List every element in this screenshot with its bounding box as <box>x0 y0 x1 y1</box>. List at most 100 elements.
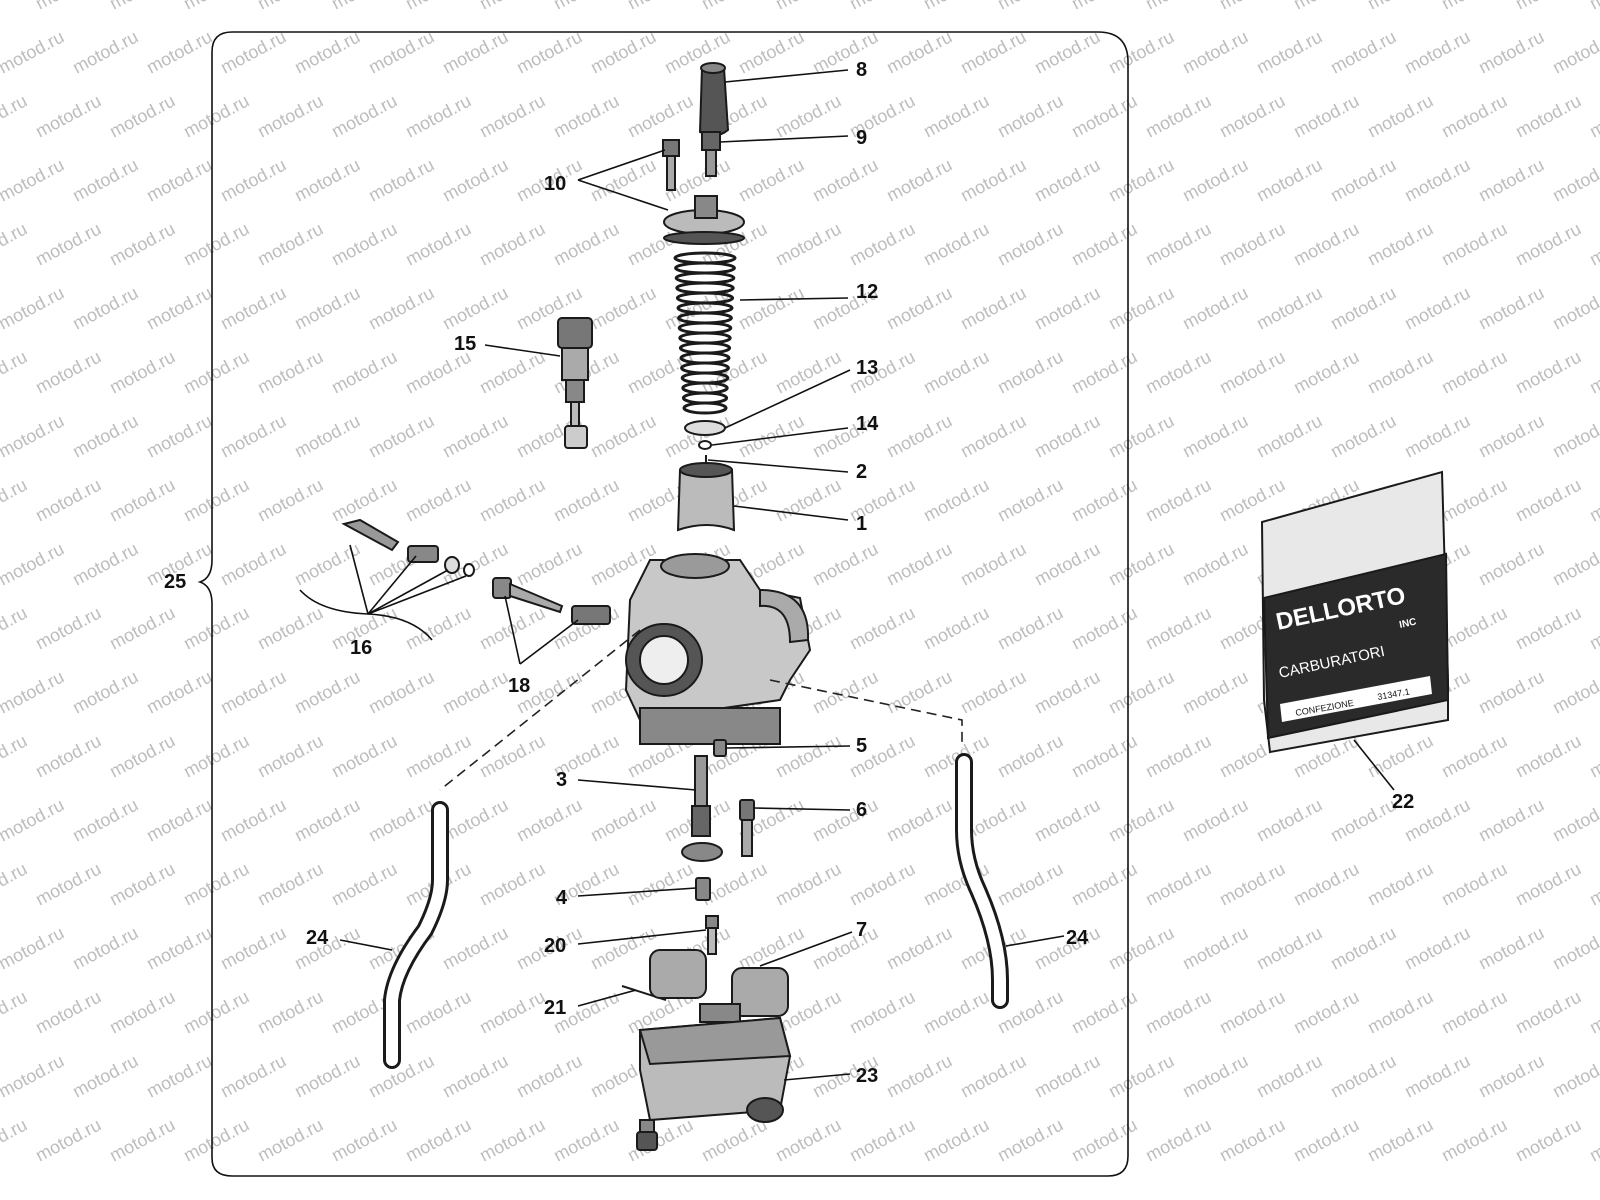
watermark-text: motod.ru <box>217 411 289 462</box>
watermark-text: motod.ru <box>365 1051 437 1102</box>
watermark-text: motod.ru <box>365 155 437 206</box>
watermark-text: motod.ru <box>994 1115 1066 1166</box>
watermark-text: motod.ru <box>328 731 400 782</box>
watermark-text: motod.ru <box>1105 795 1177 846</box>
watermark-text: motod.ru <box>439 155 511 206</box>
watermark-text: motod.ru <box>106 603 178 654</box>
watermark-text: motod.ru <box>402 731 474 782</box>
tube-connection-left <box>439 629 641 791</box>
watermark-text: motod.ru <box>1253 27 1325 78</box>
watermark-text: motod.ru <box>1031 155 1103 206</box>
watermark-text: motod.ru <box>1475 1051 1547 1102</box>
watermark-text: motod.ru <box>1364 91 1436 142</box>
watermark-text: motod.ru <box>772 0 844 14</box>
watermark-text: motod.ru <box>1401 155 1473 206</box>
watermark-text: motod.ru <box>106 987 178 1038</box>
watermark-text: motod.ru <box>920 0 992 14</box>
watermark-text: motod.ru <box>0 0 30 14</box>
watermark-text: motod.ru <box>809 923 881 974</box>
watermark-text: motod.ru <box>291 539 363 590</box>
callout-24-right: 24 <box>1066 927 1089 949</box>
callout-13: 13 <box>856 357 878 379</box>
watermark-text: motod.ru <box>69 795 141 846</box>
main-jet-part <box>695 877 711 901</box>
watermark-text: motod.ru <box>0 1115 30 1166</box>
watermark-text: motod.ru <box>1364 859 1436 910</box>
watermark-text: motod.ru <box>587 283 659 334</box>
leader-lines <box>299 69 1395 1081</box>
callout-labels: 8 9 10 12 13 14 2 1 15 16 18 25 5 3 6 4 … <box>164 59 1414 1087</box>
dellorto-kit-bag: DELLORTO INC CARBURATORI CONFEZIONE 3134… <box>1260 470 1450 754</box>
watermark-text: motod.ru <box>476 987 548 1038</box>
watermark-text: motod.ru <box>180 219 252 270</box>
watermark-text: motod.ru <box>1512 91 1584 142</box>
watermark-text: motod.ru <box>587 27 659 78</box>
watermark-text: motod.ru <box>32 0 104 14</box>
watermark-text: motod.ru <box>291 27 363 78</box>
watermark-text: motod.ru <box>402 987 474 1038</box>
watermark-text: motod.ru <box>1253 283 1325 334</box>
watermark-text: motod.ru <box>1586 475 1600 526</box>
watermark-text: motod.ru <box>1438 475 1510 526</box>
watermark-text: motod.ru <box>957 1051 1029 1102</box>
mixture-screw-part <box>492 577 611 625</box>
watermark-text: motod.ru <box>550 475 622 526</box>
float-part <box>649 949 789 1023</box>
watermark-text: motod.ru <box>0 219 30 270</box>
watermark-text: motod.ru <box>846 0 918 14</box>
watermark-text: motod.ru <box>476 859 548 910</box>
watermark-text: motod.ru <box>809 667 881 718</box>
watermark-text: motod.ru <box>1401 923 1473 974</box>
watermark-text: motod.ru <box>0 603 30 654</box>
watermark-text: motod.ru <box>1438 731 1510 782</box>
watermark-text: motod.ru <box>1327 1051 1399 1102</box>
watermark-text: motod.ru <box>513 539 585 590</box>
watermark-text: motod.ru <box>1512 475 1584 526</box>
watermark-text: motod.ru <box>1142 219 1214 270</box>
watermark-text: motod.ru <box>32 603 104 654</box>
watermark-text: motod.ru <box>1401 1051 1473 1102</box>
watermark-text: motod.ru <box>1475 667 1547 718</box>
watermark-text: motod.ru <box>106 475 178 526</box>
watermark-text: motod.ru <box>809 795 881 846</box>
watermark-text: motod.ru <box>994 603 1066 654</box>
watermark-text: motod.ru <box>883 27 955 78</box>
watermark-text: motod.ru <box>254 731 326 782</box>
watermark-text: motod.ru <box>1549 27 1600 78</box>
watermark-text: motod.ru <box>513 1051 585 1102</box>
carburetor-body-part <box>624 553 812 745</box>
watermark-text: motod.ru <box>920 603 992 654</box>
watermark-text: motod.ru <box>0 987 30 1038</box>
float-bowl-part <box>638 1016 792 1123</box>
needle-clip-part <box>698 440 712 450</box>
throttle-slide-part <box>676 462 736 532</box>
watermark-text: motod.ru <box>1179 155 1251 206</box>
watermark-text: motod.ru <box>328 0 400 14</box>
watermark-text: motod.ru <box>1179 923 1251 974</box>
watermark-text: motod.ru <box>1327 27 1399 78</box>
watermark-text: motod.ru <box>32 1115 104 1166</box>
watermark-text: motod.ru <box>328 219 400 270</box>
watermark-text: motod.ru <box>402 0 474 14</box>
watermark-text: motod.ru <box>624 859 696 910</box>
watermark-text: motod.ru <box>1179 411 1251 462</box>
watermark-text: motod.ru <box>957 155 1029 206</box>
watermark-text: motod.ru <box>365 795 437 846</box>
float-valve-part <box>705 915 719 955</box>
watermark-text: motod.ru <box>1105 155 1177 206</box>
watermark-text: motod.ru <box>1290 859 1362 910</box>
watermark-text: motod.ru <box>1549 155 1600 206</box>
watermark-text: motod.ru <box>1142 987 1214 1038</box>
callout-23: 23 <box>856 1065 878 1087</box>
watermark-text: motod.ru <box>1327 155 1399 206</box>
watermark-text: motod.ru <box>1364 731 1436 782</box>
watermark-text: motod.ru <box>883 667 955 718</box>
watermark-text: motod.ru <box>291 411 363 462</box>
watermark-text: motod.ru <box>328 475 400 526</box>
watermark-text: motod.ru <box>1475 411 1547 462</box>
pilot-jet-part <box>713 739 727 757</box>
watermark-text: motod.ru <box>254 603 326 654</box>
watermark-text: motod.ru <box>883 411 955 462</box>
watermark-text: motod.ru <box>994 0 1066 14</box>
watermark-text: motod.ru <box>254 987 326 1038</box>
